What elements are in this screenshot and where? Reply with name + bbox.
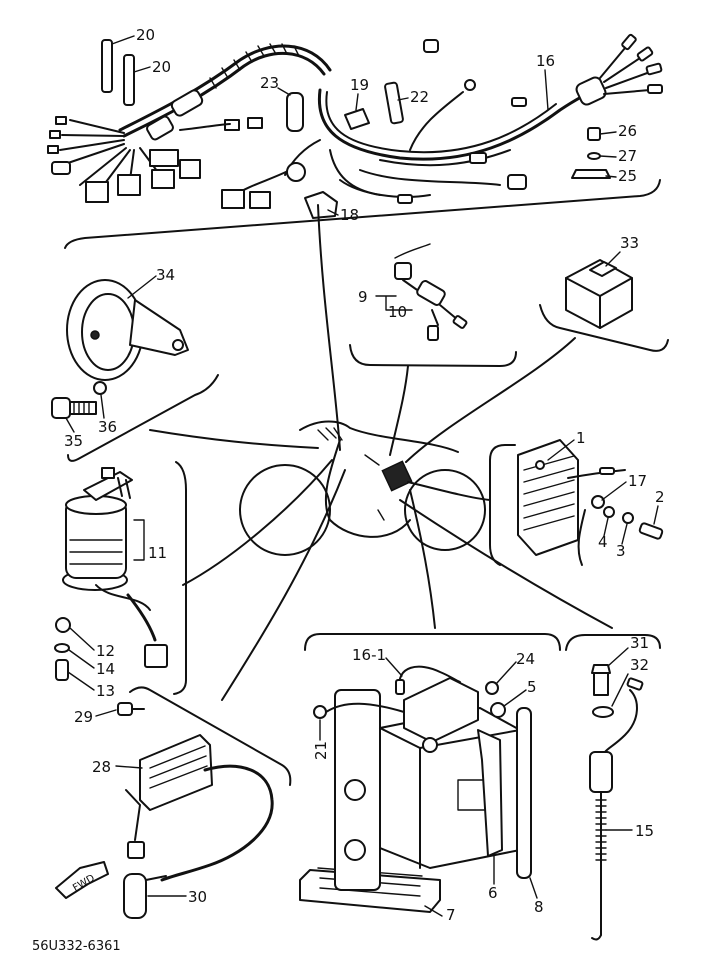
label-part-14: 14 (96, 660, 115, 678)
neutral-switch-group (565, 634, 661, 941)
part-35-bolt (51, 397, 71, 419)
part-26-screw (587, 127, 601, 141)
label-part-13: 13 (96, 682, 115, 700)
label-part-16: 16 (536, 52, 555, 70)
part-33-group (539, 259, 669, 352)
label-part-18: 18 (340, 206, 359, 224)
part-4-washer (603, 506, 615, 518)
horn-group (51, 279, 219, 462)
ignition-coil-group (55, 686, 292, 919)
part-6-strap (477, 729, 503, 857)
label-part-20b: 20 (152, 58, 171, 76)
label-part-32: 32 (630, 656, 649, 674)
part-32-gasket (592, 706, 614, 718)
label-part-26: 26 (618, 122, 637, 140)
label-part-36: 36 (98, 418, 117, 436)
part-14-washer (54, 643, 70, 653)
label-part-24: 24 (516, 650, 535, 668)
label-part-12: 12 (96, 642, 115, 660)
part-29-screw (117, 702, 133, 716)
label-part-21: 21 (312, 741, 330, 760)
part-23-sleeve (286, 92, 304, 132)
part-25-relay (571, 169, 611, 179)
label-part-10: 10 (388, 303, 407, 321)
part-20-terminal-b (123, 54, 135, 106)
label-part-23: 23 (260, 74, 279, 92)
part-21-lead (313, 705, 327, 719)
frame-overview (239, 420, 486, 556)
part-3-washer (622, 512, 634, 524)
fwd-arrow-icon (55, 861, 109, 899)
part-16-1-lead (398, 665, 461, 691)
label-part-5: 5 (527, 678, 537, 696)
battery-group (299, 633, 561, 913)
part-2-bolt (638, 522, 664, 540)
parts-9-10-group (349, 243, 517, 367)
part-8-breather-tube (516, 707, 532, 879)
label-part-30: 30 (188, 888, 207, 906)
part-13-screw (55, 659, 69, 681)
label-part-9: 9 (358, 288, 368, 306)
label-part-25: 25 (618, 167, 637, 185)
wire-harness-group (47, 33, 663, 249)
drawing-code: 56U332-6361 (32, 939, 121, 954)
part-30-spark-plug-cap (123, 873, 147, 919)
part-12-washer (55, 617, 71, 633)
label-part-28: 28 (92, 758, 111, 776)
part-22-terminal (384, 81, 404, 125)
label-part-33: 33 (620, 234, 639, 252)
label-part-27: 27 (618, 147, 637, 165)
ignition-switch-group (54, 461, 187, 695)
label-part-31: 31 (630, 634, 649, 652)
label-part-22: 22 (410, 88, 429, 106)
label-part-2: 2 (655, 488, 665, 506)
label-part-29: 29 (74, 708, 93, 726)
part-33-relay (565, 259, 633, 329)
label-part-15: 15 (635, 822, 654, 840)
part-31-switch (591, 664, 611, 674)
part-17-washer (591, 495, 605, 509)
part-28-ignition-coil (139, 734, 213, 811)
part-27-washer (587, 152, 601, 160)
label-part-11: 11 (148, 544, 167, 562)
label-part-4: 4 (598, 533, 608, 551)
label-part-16-1: 16-1 (352, 646, 386, 664)
label-part-1: 1 (576, 429, 586, 447)
frame-cdi-location (381, 460, 413, 492)
label-part-6: 6 (488, 884, 498, 902)
leader-lines (149, 204, 613, 701)
rectifier-group (489, 439, 664, 566)
label-part-35: 35 (64, 432, 83, 450)
label-part-34: 34 (156, 266, 175, 284)
label-part-8: 8 (534, 898, 544, 916)
part-19-clamp (344, 108, 370, 130)
label-part-17: 17 (628, 472, 647, 490)
label-part-20a: 20 (136, 26, 155, 44)
part-36-washer (93, 381, 107, 395)
part-20-terminal-a (101, 39, 113, 93)
label-part-7: 7 (446, 906, 456, 924)
part-labels: 20 20 23 19 22 16 26 27 25 18 34 36 35 9… (32, 26, 665, 954)
label-part-3: 3 (616, 542, 626, 560)
part-15-cable (589, 751, 613, 793)
part-18-bracket (304, 191, 338, 219)
label-part-19: 19 (350, 76, 369, 94)
